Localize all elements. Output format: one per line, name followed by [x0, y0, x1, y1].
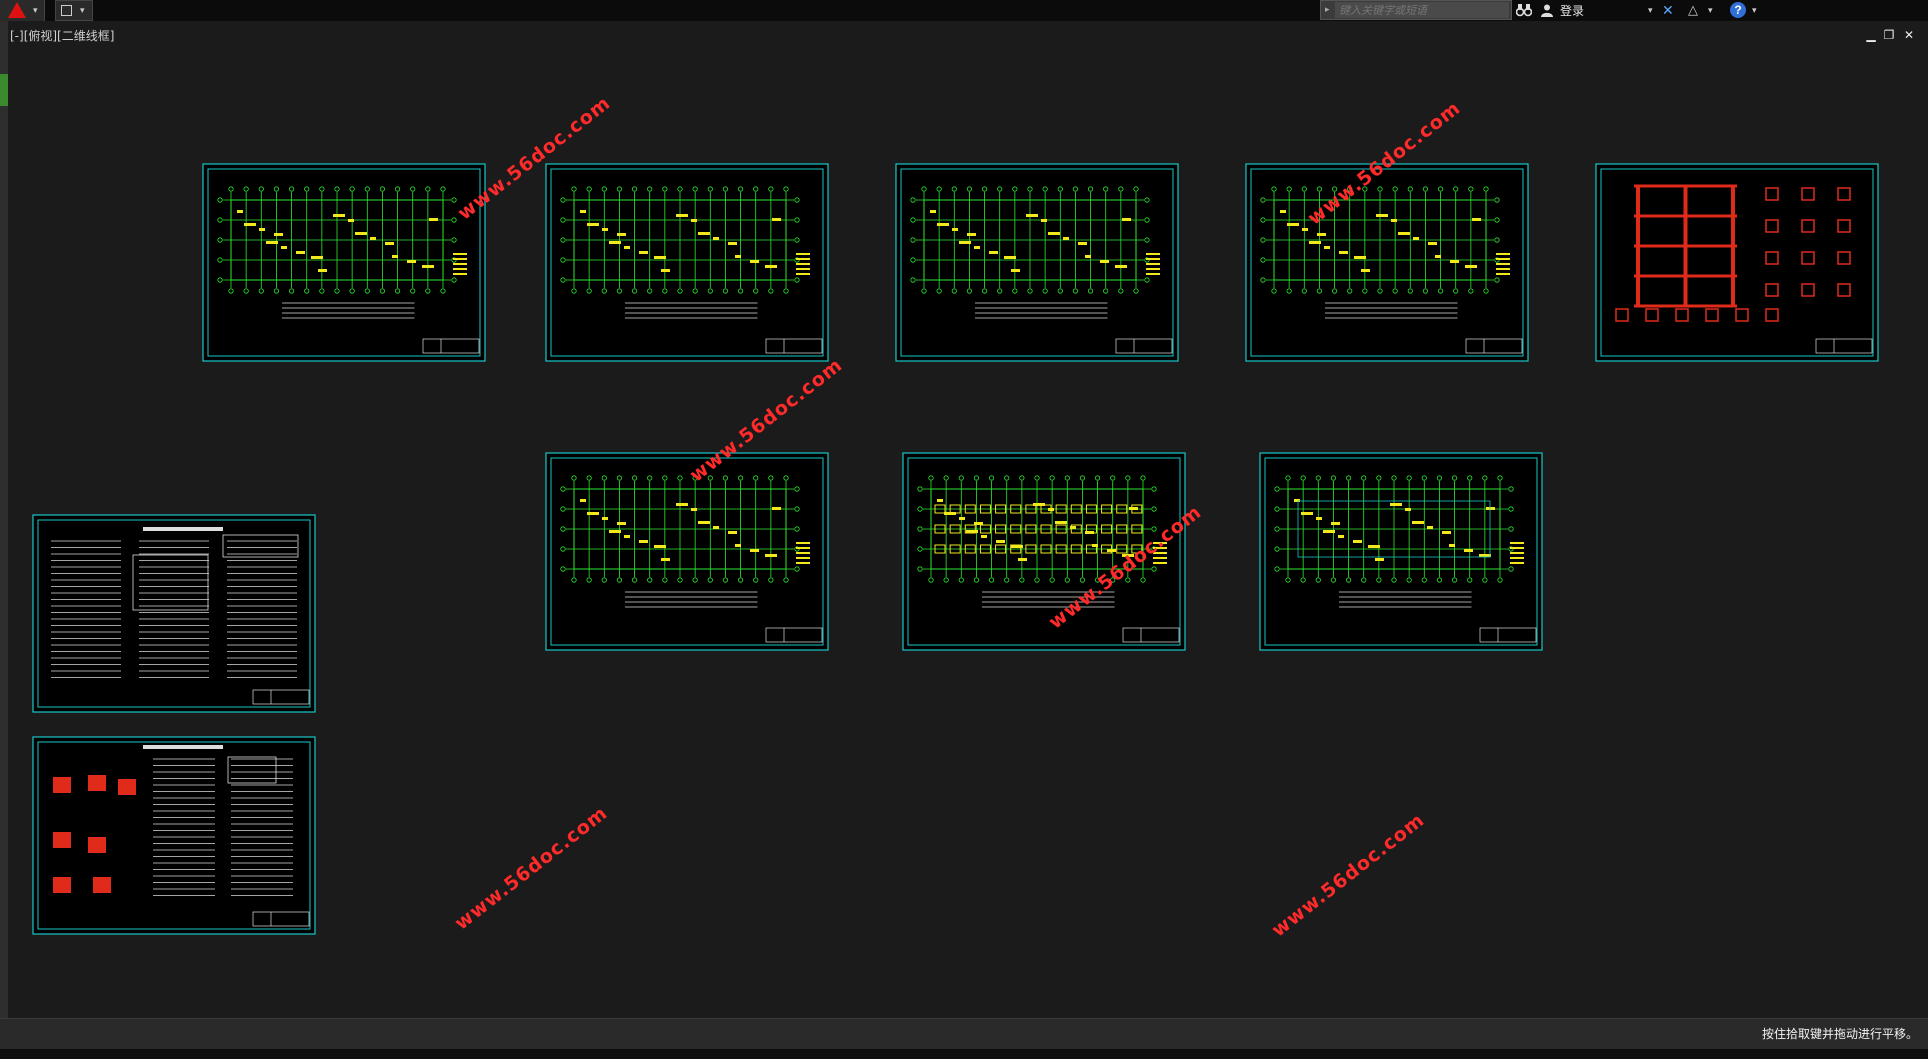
- search-box: ▸: [1320, 0, 1512, 20]
- help-icon[interactable]: ?: [1730, 2, 1746, 18]
- viewport-controls-label[interactable]: [-][俯视][二维线框]: [10, 29, 115, 43]
- drawing-sheet[interactable]: [202, 163, 486, 362]
- a360-icon[interactable]: △: [1688, 2, 1698, 17]
- search-arrow-icon[interactable]: ▸: [1325, 4, 1330, 14]
- drawing-sheet[interactable]: [32, 514, 316, 713]
- command-status-bar: 按住拾取键并拖动进行平移。: [0, 1018, 1928, 1059]
- chevron-down-icon[interactable]: ▾: [1648, 5, 1653, 15]
- close-icon[interactable]: ✕: [1903, 28, 1915, 42]
- drawing-sheet[interactable]: [545, 163, 829, 362]
- binoculars-icon[interactable]: [1515, 3, 1533, 17]
- drawing-sheet[interactable]: [1245, 163, 1529, 362]
- drawing-sheet[interactable]: [32, 736, 316, 935]
- status-bottom-strip: [0, 1049, 1928, 1059]
- chevron-down-icon: ▾: [33, 5, 38, 15]
- quick-access-save-button[interactable]: ▾: [55, 0, 93, 21]
- minimize-icon[interactable]: ▁: [1866, 28, 1876, 42]
- exchange-icon[interactable]: ✕: [1662, 2, 1674, 18]
- left-panel-tab[interactable]: [0, 74, 8, 106]
- restore-icon[interactable]: ❐: [1883, 28, 1895, 42]
- title-bar: ▾ ▾ ▸ 登录 ▾ ✕ △ ▾ ? ▾: [0, 0, 1928, 21]
- drawing-sheet[interactable]: [1259, 452, 1543, 651]
- save-icon: [61, 5, 72, 16]
- left-panel-strip: [0, 21, 8, 1031]
- sheet-layer: [32, 163, 1879, 935]
- user-icon[interactable]: [1540, 3, 1554, 17]
- watermark-text: www.56doc.com: [451, 802, 612, 935]
- application-menu-button[interactable]: ▾: [0, 0, 45, 21]
- autocad-logo-icon: [8, 2, 26, 18]
- status-message: 按住拾取键并拖动进行平移。: [1761, 1027, 1918, 1041]
- search-input[interactable]: [1335, 2, 1509, 18]
- drawing-sheet[interactable]: [545, 452, 829, 651]
- login-link[interactable]: 登录: [1560, 4, 1585, 18]
- drawing-sheet[interactable]: [902, 452, 1186, 651]
- watermark-text: www.56doc.com: [1268, 809, 1429, 942]
- drawing-sheet[interactable]: [1595, 163, 1879, 362]
- chevron-down-icon: ▾: [80, 5, 85, 15]
- drawing-window-controls: ▁ ❐ ✕: [1864, 28, 1924, 44]
- drawing-sheet[interactable]: [895, 163, 1179, 362]
- chevron-down-icon[interactable]: ▾: [1752, 5, 1757, 15]
- chevron-down-icon[interactable]: ▾: [1708, 5, 1713, 15]
